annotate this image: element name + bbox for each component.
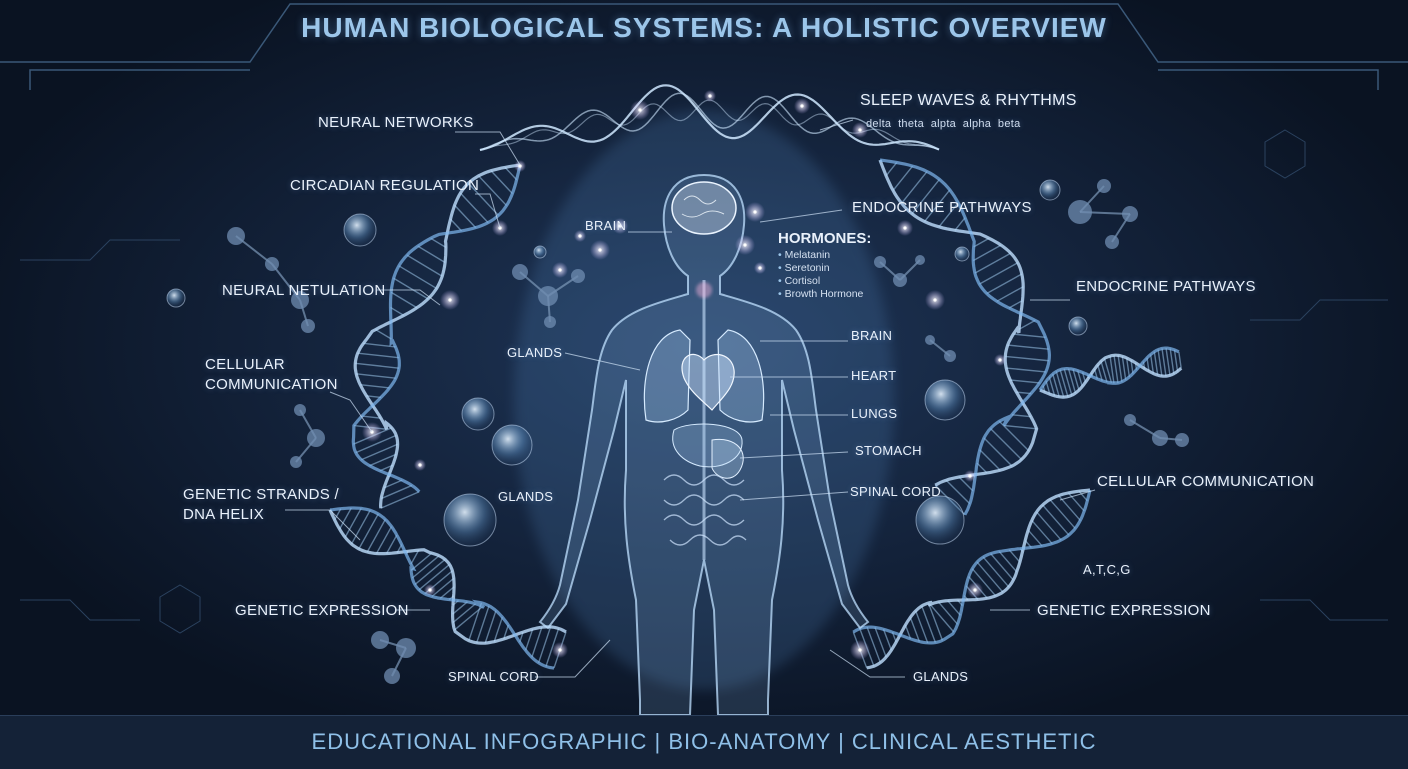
label-neural-networks: NEURAL NETWORKS	[318, 114, 474, 131]
sparkle-core	[558, 648, 561, 651]
cell-orb	[167, 289, 185, 307]
cell-orb	[916, 496, 964, 544]
label-brain: BRAIN	[851, 328, 892, 343]
label-cellular-communication-left: CELLULAR COMMUNICATION	[205, 355, 338, 395]
sparkle-core	[598, 248, 601, 251]
hormone-item: Melatanin	[778, 249, 871, 262]
sparkle-core	[800, 104, 803, 107]
label-brain-top: BRAIN	[585, 218, 626, 233]
label-lungs: LUNGS	[851, 406, 897, 421]
sparkle-core	[638, 108, 641, 111]
hormone-item: Seretonin	[778, 262, 871, 275]
thyroid-gland	[696, 282, 712, 298]
label-spinal-cord: SPINAL CORD	[850, 484, 941, 499]
sparkle-core	[448, 298, 451, 301]
sparkle-core	[558, 268, 561, 271]
label-line-2: DNA HELIX	[183, 505, 339, 525]
label-genetic-expression-right: GENETIC EXPRESSION	[1037, 602, 1211, 619]
label-endocrine-pathways-top: ENDOCRINE PATHWAYS	[852, 199, 1032, 216]
brain-organ	[672, 182, 736, 234]
label-genetic-expression-left: GENETIC EXPRESSION	[235, 602, 409, 619]
label-bases: A,T,C,G	[1083, 562, 1131, 577]
hormone-item: Cortisol	[778, 275, 871, 288]
cell-orb	[534, 246, 546, 258]
sparkle-core	[858, 648, 861, 651]
label-line-2: COMMUNICATION	[205, 375, 338, 395]
label-line-1: GENETIC STRANDS /	[183, 485, 339, 505]
cell-orb	[444, 494, 496, 546]
label-sleep-waves: SLEEP WAVES & RHYTHMS	[860, 92, 1077, 110]
label-glands-middle: GLANDS	[498, 489, 553, 504]
hormones-list: HORMONES: Melatanin Seretonin Cortisol B…	[778, 230, 871, 301]
sparkle-core	[743, 243, 746, 246]
label-genetic-strands: GENETIC STRANDS / DNA HELIX	[183, 485, 339, 525]
footer-bar: EDUCATIONAL INFOGRAPHIC | BIO-ANATOMY | …	[0, 715, 1408, 769]
label-heart: HEART	[851, 368, 896, 383]
sparkle-core	[428, 588, 431, 591]
label-circadian-regulation: CIRCADIAN REGULATION	[290, 177, 479, 194]
sparkle-core	[753, 210, 756, 213]
sparkle-core	[973, 588, 976, 591]
cell-orb	[462, 398, 494, 430]
hormones-heading: HORMONES:	[778, 230, 871, 247]
cell-orb	[955, 247, 969, 261]
cell-orb	[1040, 180, 1060, 200]
sparkle-core	[578, 234, 581, 237]
sparkle-core	[903, 226, 906, 229]
cell-orb	[492, 425, 532, 465]
hormone-item: Browth Hormone	[778, 288, 871, 301]
sparkle-core	[968, 474, 971, 477]
sparkle-core	[418, 463, 421, 466]
label-neural-netulation: NEURAL NETULATION	[222, 282, 385, 299]
hormone-items: Melatanin Seretonin Cortisol Browth Horm…	[778, 249, 871, 301]
footer-text: EDUCATIONAL INFOGRAPHIC | BIO-ANATOMY | …	[0, 729, 1408, 755]
sparkle-core	[933, 298, 936, 301]
sleep-wave-types: delta theta alpta alpha beta	[866, 118, 1021, 130]
sparkle-core	[708, 94, 711, 97]
label-glands-bottom: GLANDS	[913, 669, 968, 684]
sparkle-core	[858, 128, 861, 131]
sparkle-core	[758, 266, 761, 269]
label-spinal-cord-bottom: SPINAL CORD	[448, 669, 539, 684]
page-title: HUMAN BIOLOGICAL SYSTEMS: A HOLISTIC OVE…	[0, 12, 1408, 44]
cell-orb	[925, 380, 965, 420]
cell-orb	[344, 214, 376, 246]
label-glands-upper: GLANDS	[507, 345, 562, 360]
label-endocrine-pathways-right: ENDOCRINE PATHWAYS	[1076, 278, 1256, 295]
sparkle-core	[998, 358, 1001, 361]
label-stomach: STOMACH	[855, 443, 922, 458]
label-cellular-communication-right: CELLULAR COMMUNICATION	[1097, 473, 1314, 490]
cell-orb	[1069, 317, 1087, 335]
label-line-1: CELLULAR	[205, 355, 338, 375]
